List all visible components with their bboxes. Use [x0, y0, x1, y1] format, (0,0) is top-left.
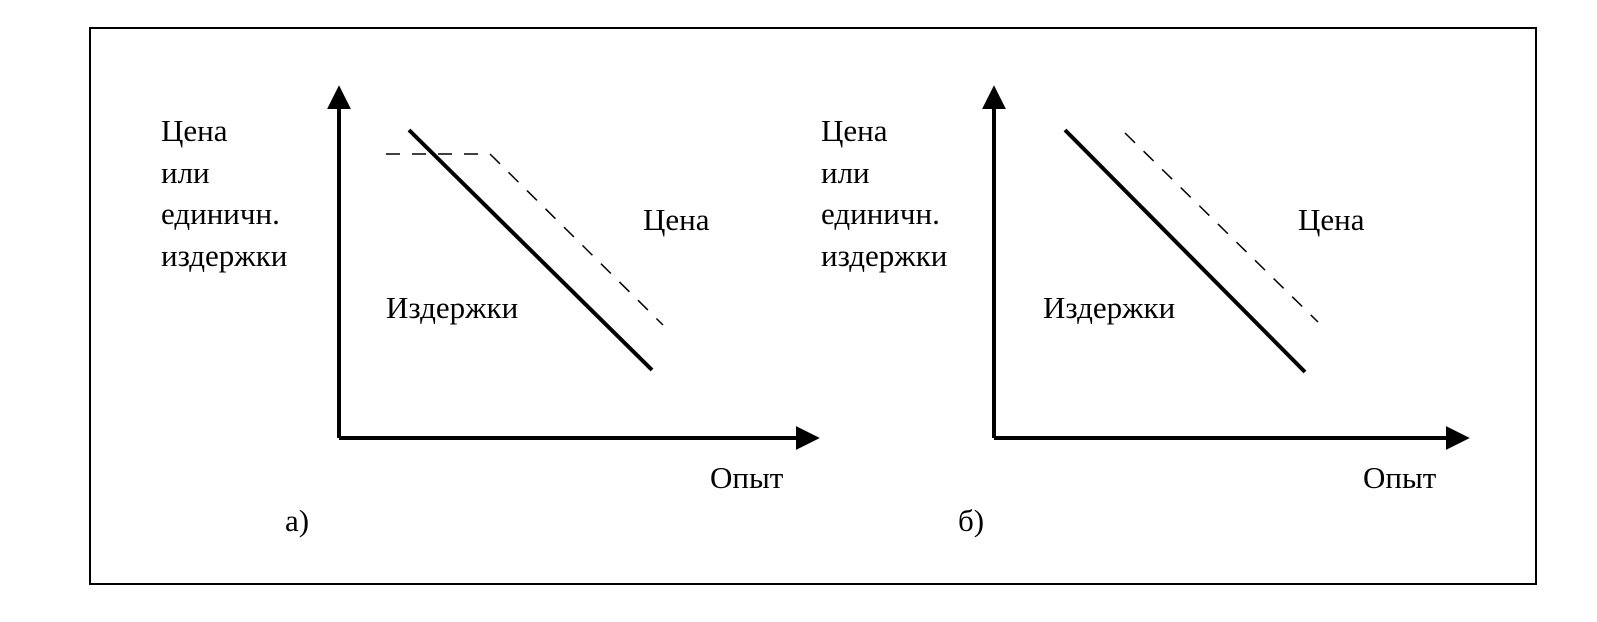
panel-a-y-label-line-2: или	[161, 154, 210, 190]
panel-b-x-axis-label: Опыт	[1363, 460, 1437, 495]
panel-b-price-label: Цена	[1298, 202, 1365, 237]
panel-b-price-line	[1124, 132, 1319, 323]
panel-a-x-axis-label: Опыт	[710, 460, 784, 495]
panel-a-y-label-line-4: издержки	[161, 237, 288, 273]
panel-a-y-label-line-1: Цена	[161, 113, 228, 148]
panel-a-price-label: Цена	[643, 202, 710, 237]
panel-b-y-axis-label: Цена или единичн. издержки	[821, 110, 947, 276]
panel-a-caption: а)	[285, 503, 310, 538]
figure-frame	[89, 27, 1537, 585]
panel-b-y-label-line-3: единичн.	[821, 196, 940, 231]
panel-a-price-line	[386, 153, 664, 326]
panel-b-cost-line	[1063, 128, 1307, 374]
panel-b-y-label-line-1: Цена	[821, 113, 888, 148]
panel-a-cost-line	[407, 128, 654, 372]
panel-b-cost-label: Издержки	[1043, 290, 1176, 325]
panel-a-y-label-line-3: единичн.	[161, 196, 280, 231]
panel-b-y-label-line-4: издержки	[821, 237, 948, 273]
panel-b-graph	[982, 85, 1470, 450]
panel-b-caption: б)	[958, 503, 985, 538]
panel-a-graph	[327, 85, 820, 450]
panel-a-y-axis-label: Цена или единичн. издержки	[161, 110, 287, 276]
panel-a-cost-label: Издержки	[386, 290, 519, 325]
panel-b-y-label-line-2: или	[821, 154, 870, 190]
